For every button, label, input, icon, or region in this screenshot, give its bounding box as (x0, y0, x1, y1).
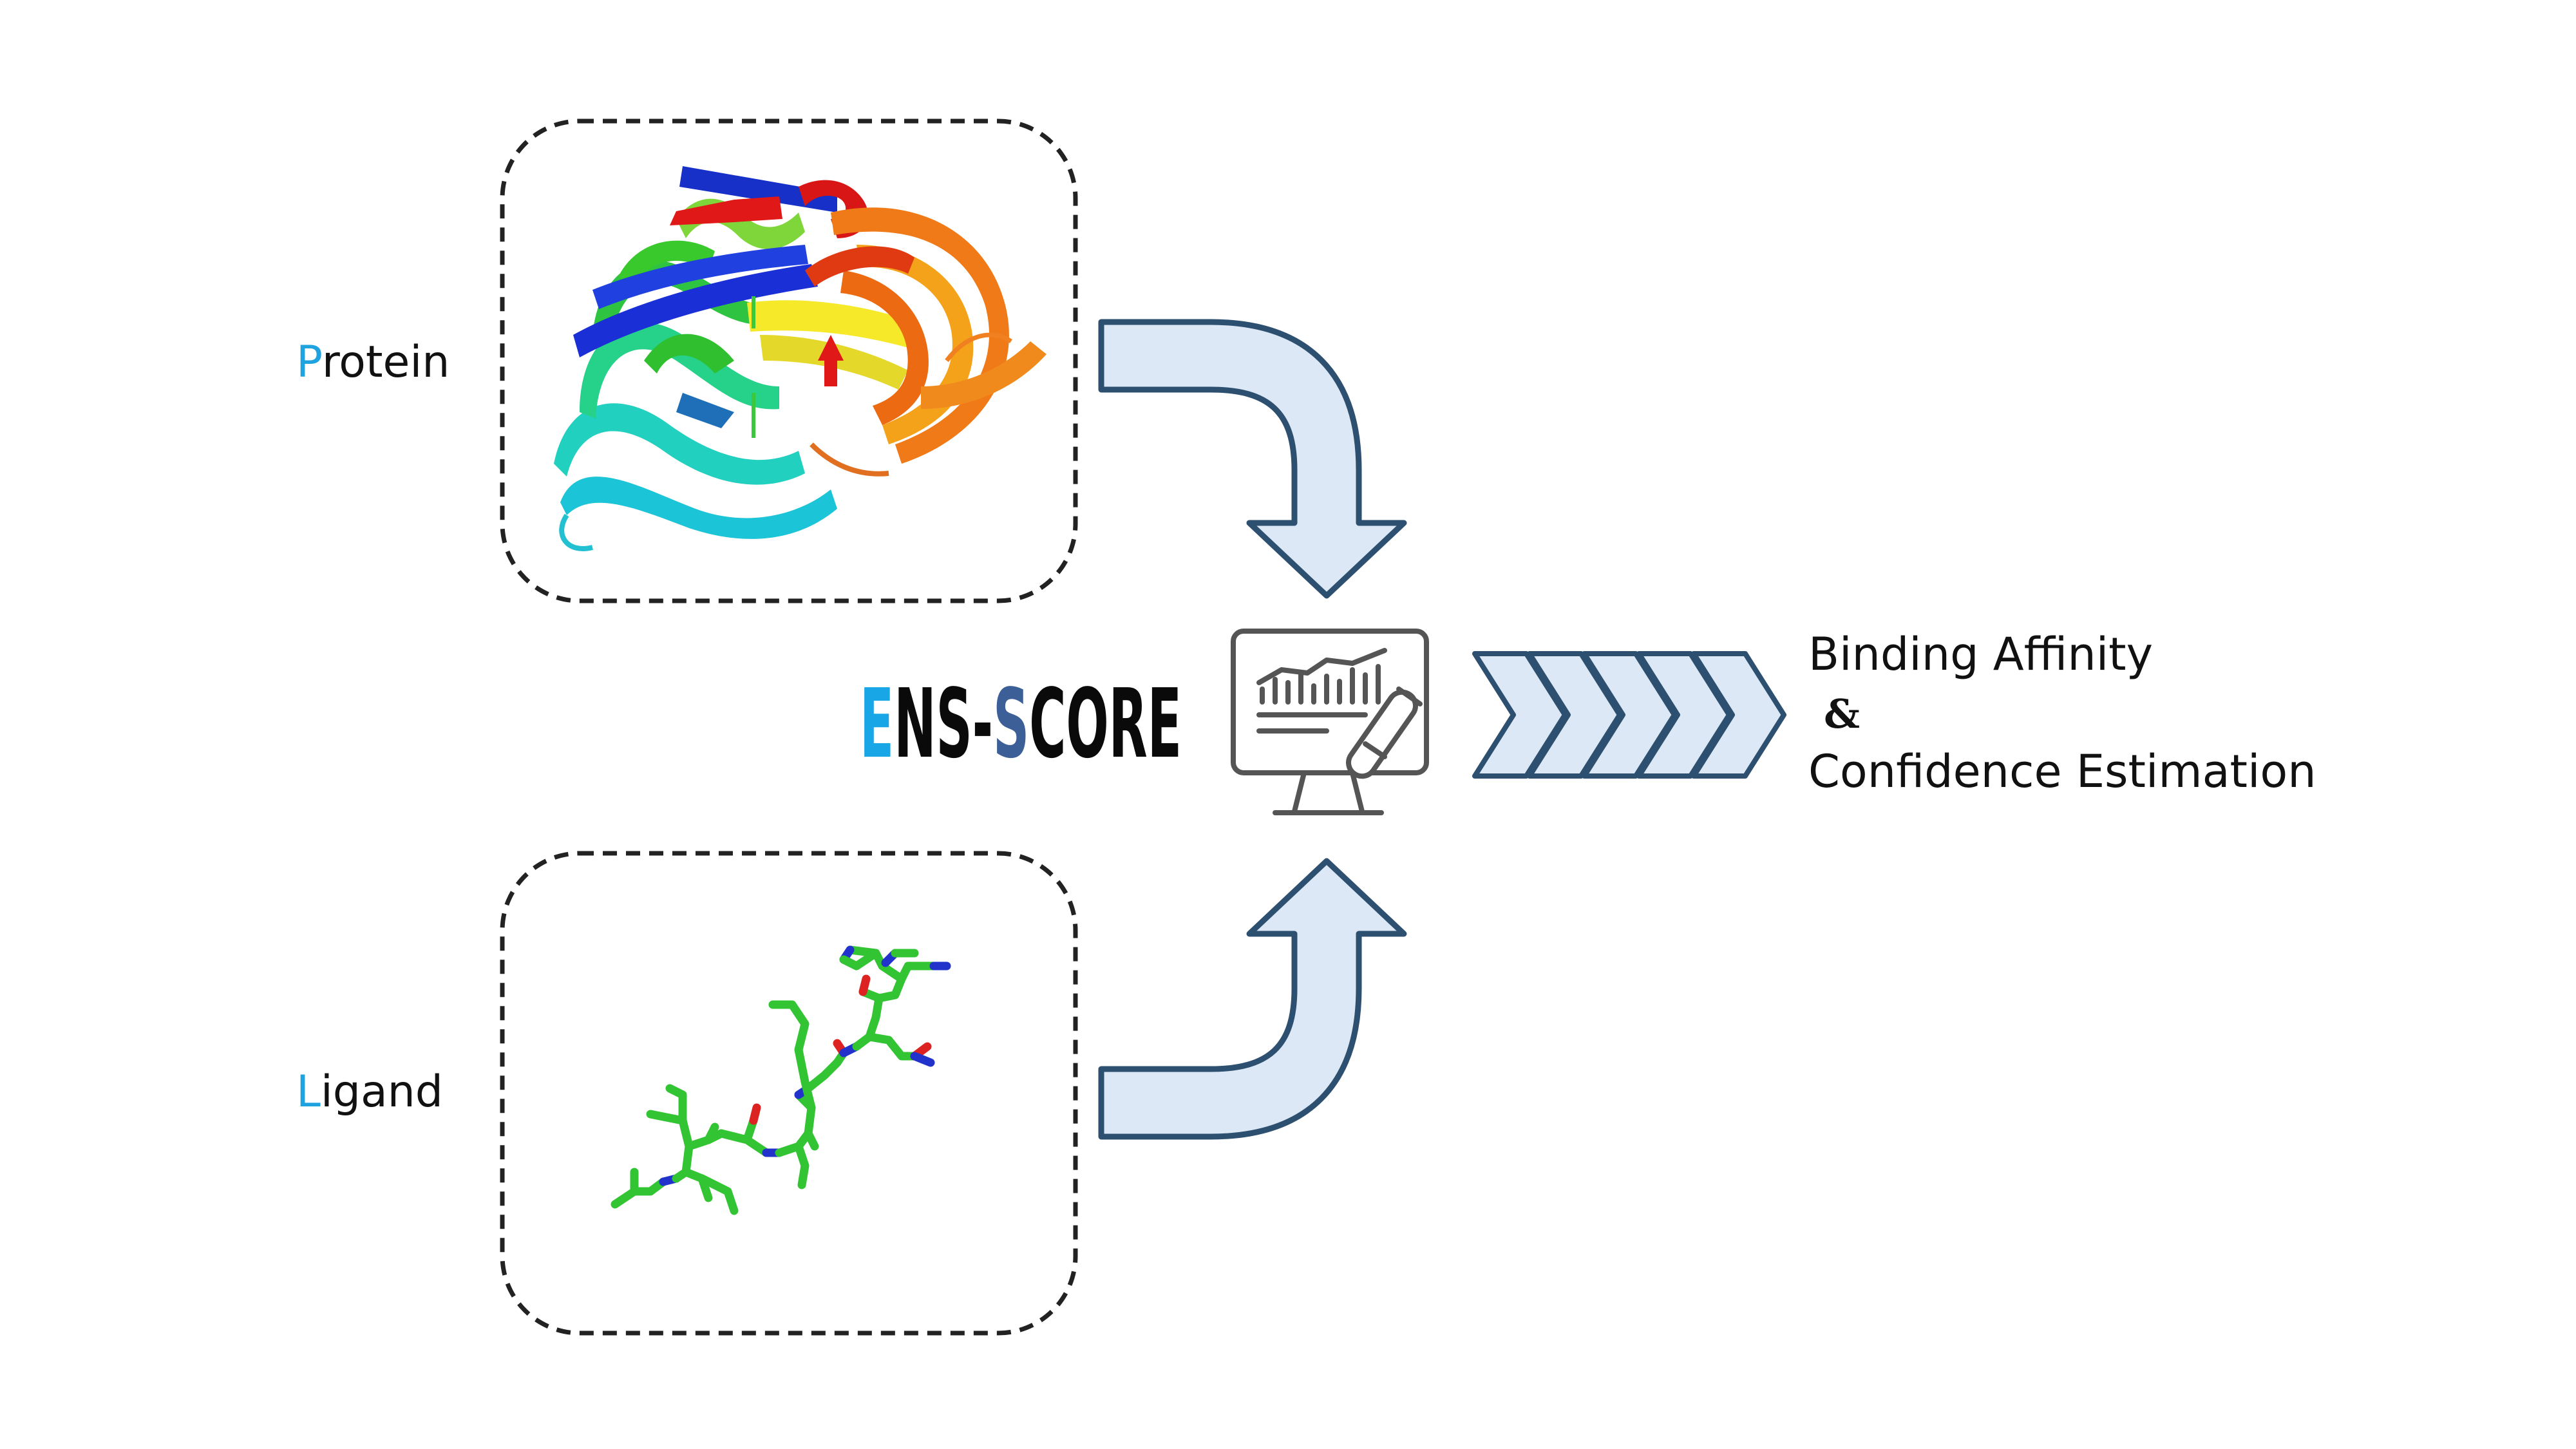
ligand-label: Ligand (296, 1066, 443, 1117)
protein-to-model-arrow (1098, 319, 1407, 599)
chevron-3 (1582, 651, 1677, 779)
model-name: ENS-SCORE (860, 668, 1182, 779)
ligand-structure-image (611, 945, 951, 1215)
output-ampersand: & (1824, 690, 1860, 737)
chevron-5 (1691, 651, 1786, 779)
chevron-4 (1636, 651, 1732, 779)
protein-label: Protein (296, 337, 450, 388)
output-line-binding-affinity: Binding Affinity (1808, 628, 2153, 681)
protein-structure-image (554, 166, 1046, 551)
chevron-2 (1527, 651, 1622, 779)
protein-box (500, 118, 1078, 603)
output-chevrons (1472, 651, 1786, 779)
output-line-confidence: Confidence Estimation (1808, 745, 2316, 798)
ligand-box (500, 851, 1078, 1336)
monitor-chart-testtube-icon (1231, 629, 1429, 815)
ligand-to-model-arrow (1098, 858, 1407, 1140)
chevron-1 (1472, 651, 1567, 779)
